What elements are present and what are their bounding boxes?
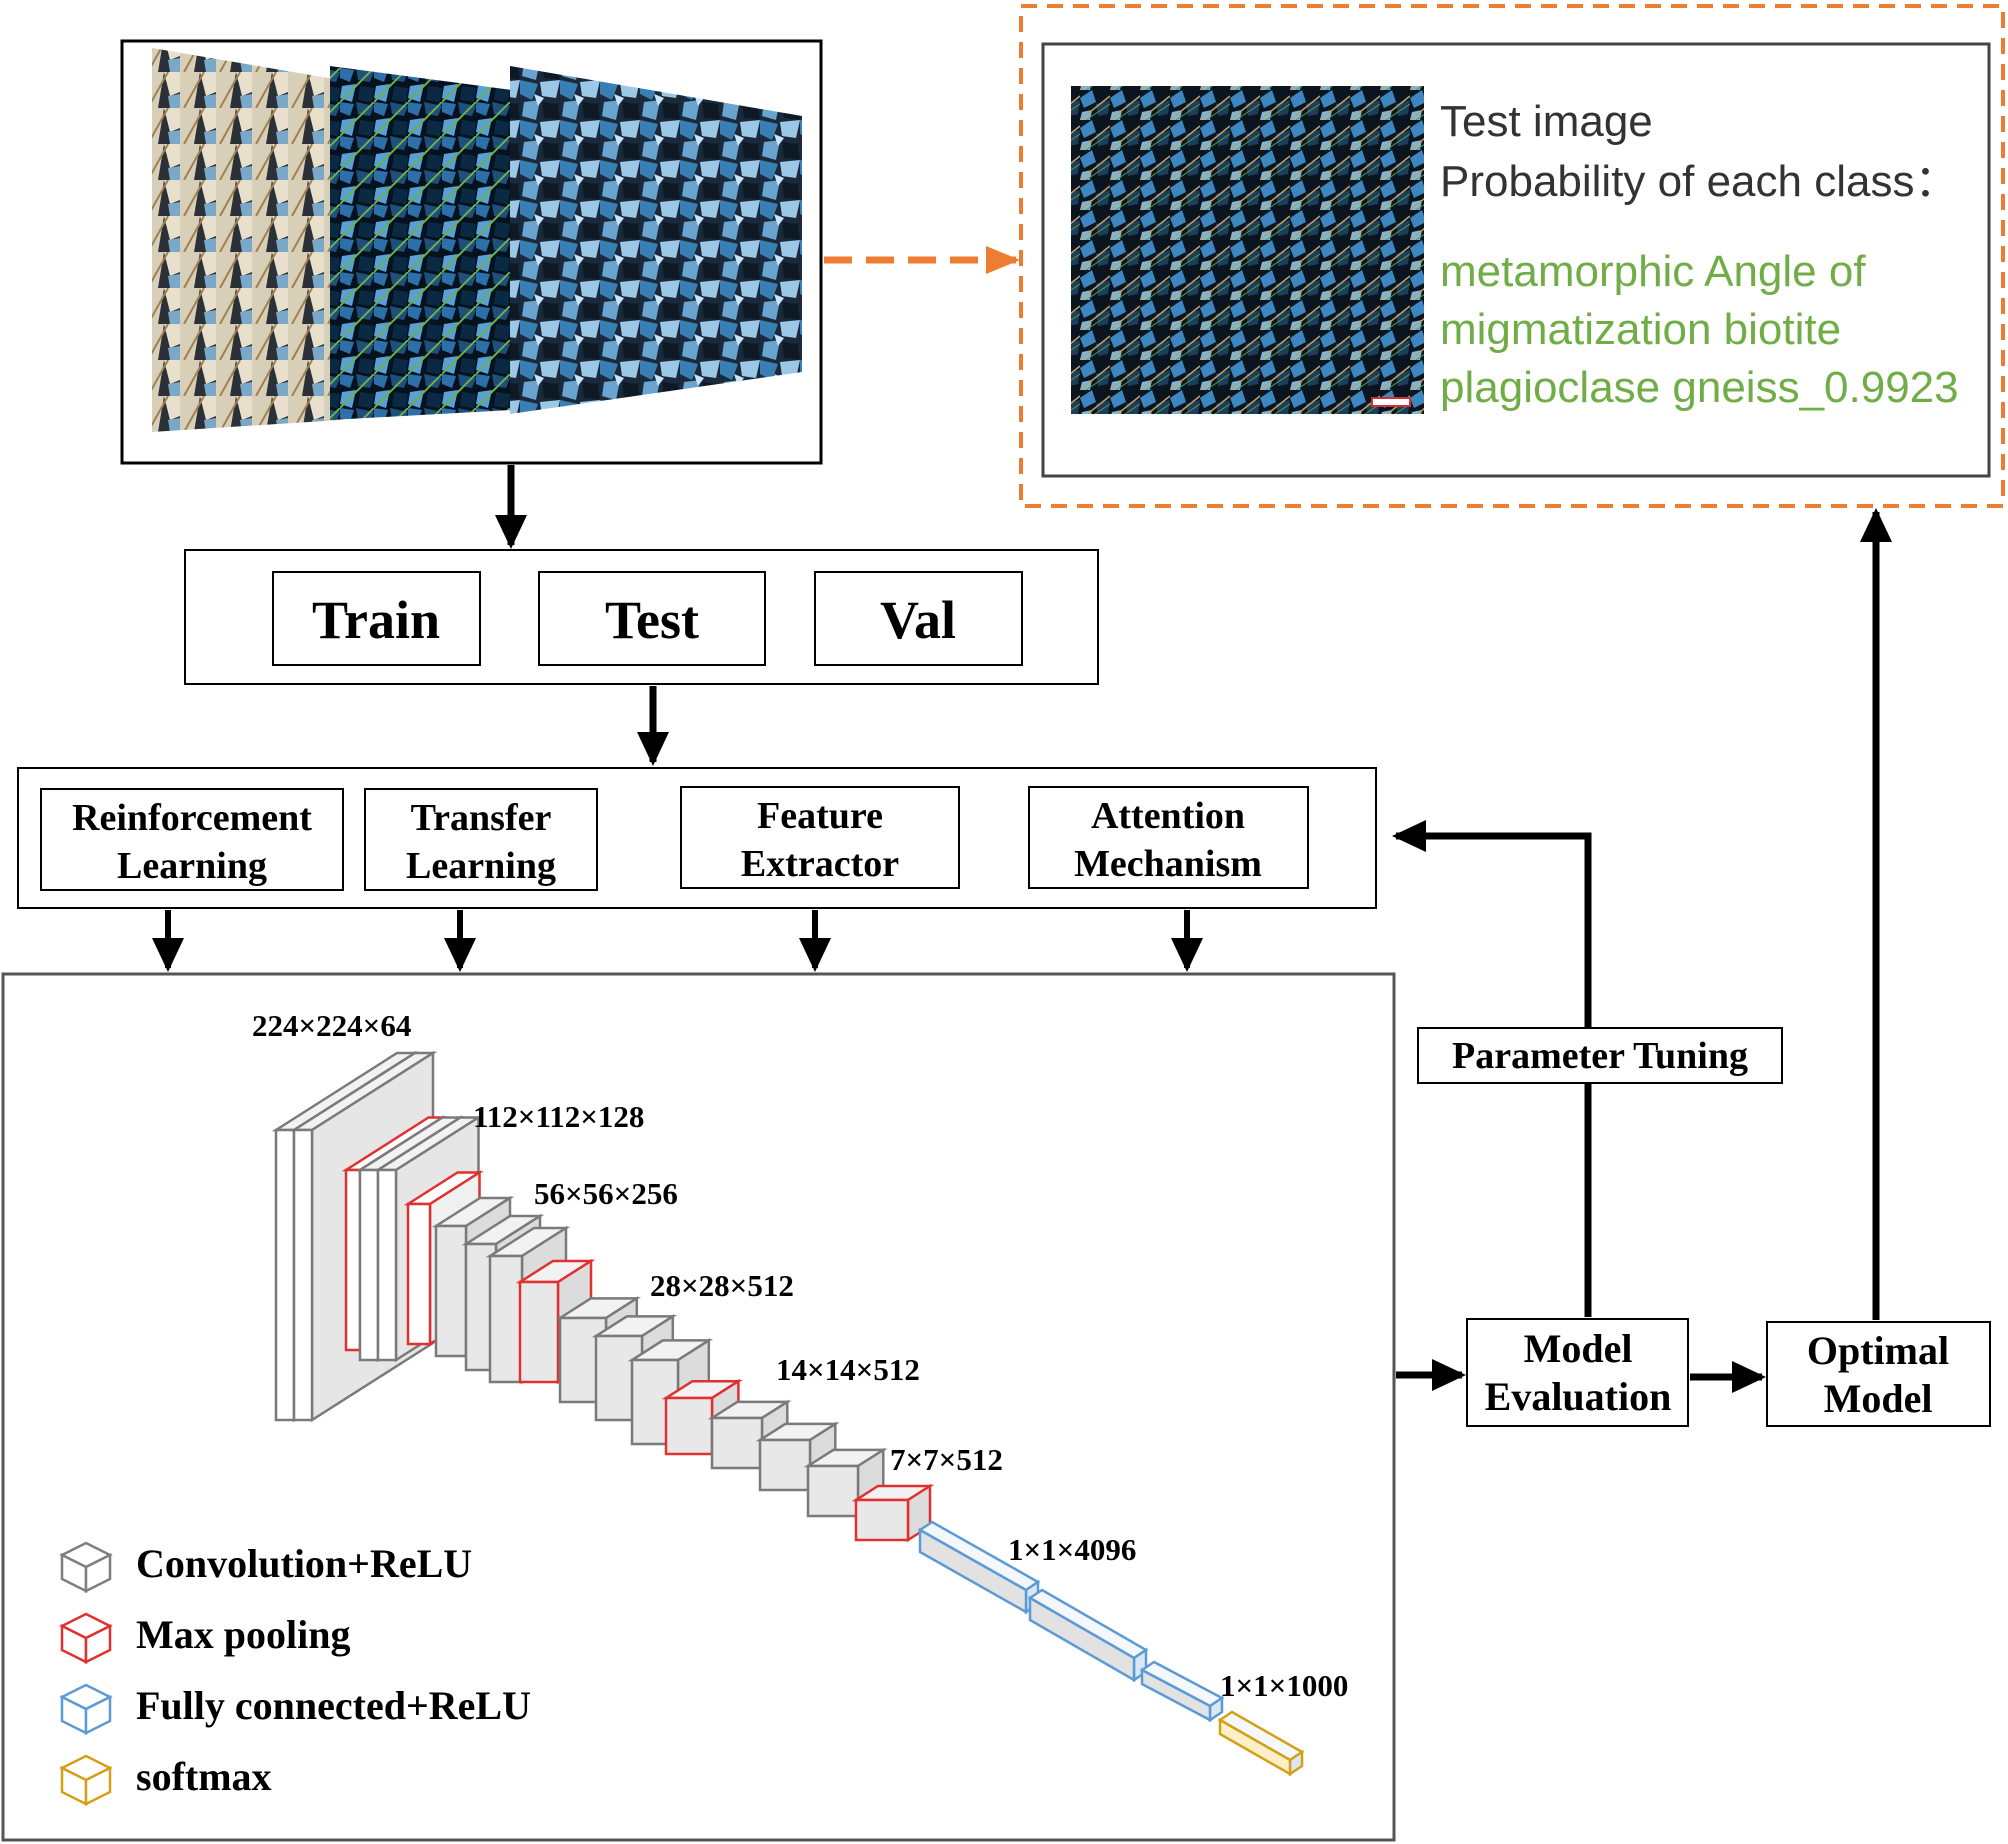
result-class-line3: plagioclase gneiss_0.9923 [1440,363,1959,412]
legend-pool-label: Max pooling [136,1612,350,1657]
dim-label-8: 1×1×1000 [1220,1668,1348,1703]
optimal-model-line2: Model [1824,1376,1933,1421]
technique-3-line1: Feature [757,795,883,837]
dim-label-7: 1×1×4096 [1008,1532,1136,1567]
technique-3-line2: Extractor [741,843,899,885]
dim-label-2: 112×112×128 [473,1099,644,1134]
result-class-line2: migmatization biotite [1440,305,1841,354]
reinforcement-learning-box [40,788,344,891]
parameter-tuning-label: Parameter Tuning [1452,1035,1748,1077]
scale-bar [1371,397,1411,407]
pool-block-4 [661,1378,743,1457]
test-image [1071,86,1424,414]
parameter-tuning-box [1417,1027,1783,1084]
technique-1-line2: Learning [117,845,267,887]
technique-4-line1: Attention [1091,795,1245,837]
model-evaluation-line1: Model [1524,1326,1633,1371]
dim-label-1: 224×224×64 [252,1008,411,1043]
technique-2-line2: Learning [406,845,556,887]
pool-block-5 [851,1483,935,1543]
legend-icons [59,1541,113,1807]
conv-legend-icon [59,1541,113,1594]
test-label: Test [605,590,699,650]
sample-image-2 [330,66,512,420]
technique-1-line1: Reinforcement [72,797,312,839]
dim-label-4: 28×28×512 [650,1268,794,1303]
fc-layer-3 [1139,1660,1225,1723]
softmax-legend-icon [59,1754,113,1807]
test-box [538,571,766,666]
legend-conv-label: Convolution+ReLU [136,1541,472,1586]
train-label: Train [312,590,440,650]
pool-legend-icon [59,1612,113,1665]
dim-label-3: 56×56×256 [534,1176,678,1211]
val-box [814,571,1023,666]
dim-label-5: 14×14×512 [776,1352,920,1387]
technique-2-line1: Transfer [411,797,552,839]
model-evaluation-box [1466,1318,1689,1427]
train-box [272,571,481,666]
softmax-layer [1217,1710,1305,1777]
sample-image-1 [152,48,340,432]
transfer-learning-box [364,788,598,891]
sample-image-3 [510,66,802,414]
val-label: Val [880,590,956,650]
legend-softmax-label: softmax [136,1754,272,1799]
technique-4-line2: Mechanism [1074,843,1262,885]
optimal-model-line1: Optimal [1807,1328,1949,1373]
fc-legend-icon [59,1683,113,1736]
attention-mechanism-box [1028,786,1309,889]
feedback-path [1392,820,1592,1317]
pool-block-3 [515,1258,596,1385]
vgg-layers [271,1050,1305,1777]
result-class-line1: metamorphic Angle of [1440,247,1866,296]
model-evaluation-line2: Evaluation [1485,1374,1672,1419]
dim-label-6: 7×7×512 [890,1442,1003,1477]
legend-fc-label: Fully connected+ReLU [136,1683,531,1728]
feature-extractor-box [680,786,960,889]
result-dashed-frame [1019,4,2005,508]
optimal-model-box [1766,1321,1991,1427]
result-subtitle: Probability of each class： [1440,157,1958,206]
result-title: Test image [1440,97,1653,146]
